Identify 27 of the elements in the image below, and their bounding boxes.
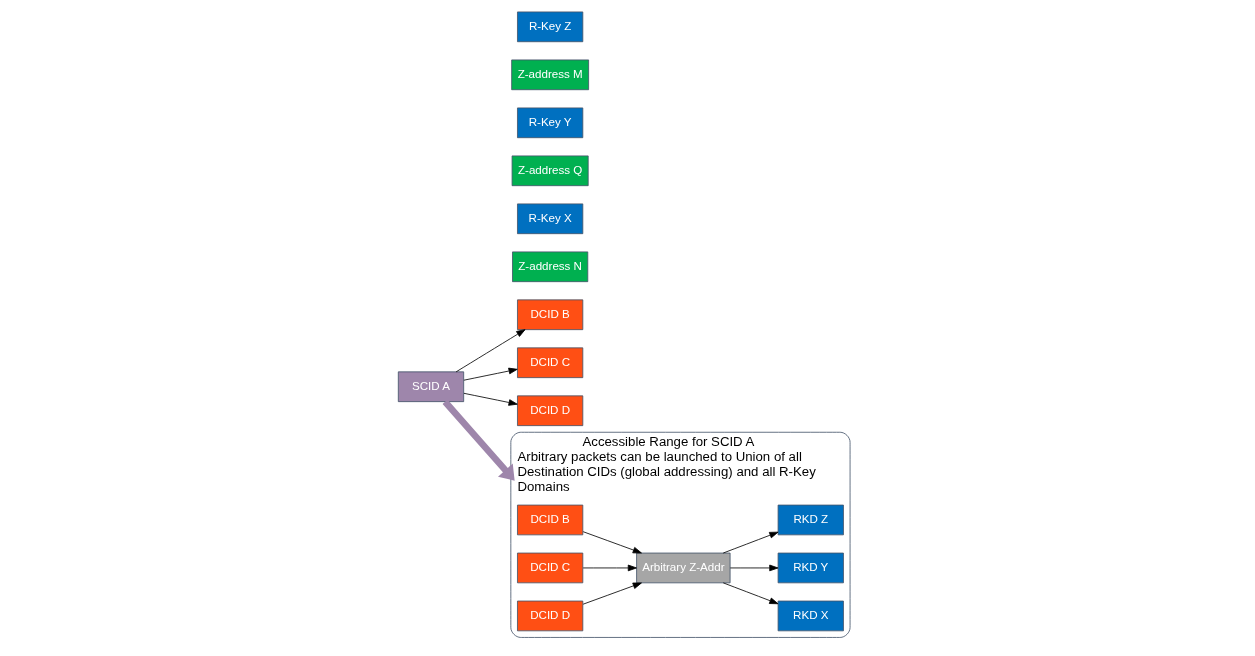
- arrow: [455, 329, 526, 373]
- node-box: R-Key Z: [517, 11, 584, 43]
- node-box: RKD Z: [777, 504, 844, 536]
- node-box: DCID B: [517, 504, 584, 536]
- node-box: SCID A: [397, 371, 465, 403]
- node-box: RKD X: [777, 600, 844, 632]
- arrow: [722, 582, 779, 605]
- node-box: R-Key X: [517, 203, 584, 235]
- node-box: DCID C: [517, 552, 584, 584]
- node-box: Z-address M: [511, 59, 590, 91]
- node-box: R-Key Y: [517, 107, 584, 139]
- node-box: DCID D: [517, 600, 584, 632]
- node-box: DCID C: [517, 347, 584, 379]
- arrow: [582, 564, 637, 572]
- node-box: RKD Y: [777, 552, 844, 584]
- arrow: [582, 531, 642, 554]
- arrow: [463, 392, 518, 406]
- node-box: Arbitrary Z-Addr: [636, 552, 731, 584]
- node-box: Z-address Q: [511, 155, 589, 187]
- node-box: DCID B: [517, 299, 584, 331]
- arrow: [463, 367, 518, 381]
- arrow: [722, 531, 779, 554]
- arrow: [442, 399, 515, 481]
- arrow: [582, 582, 642, 605]
- node-box: Z-address N: [512, 251, 589, 283]
- arrow: [729, 564, 779, 572]
- node-box: DCID D: [517, 395, 584, 427]
